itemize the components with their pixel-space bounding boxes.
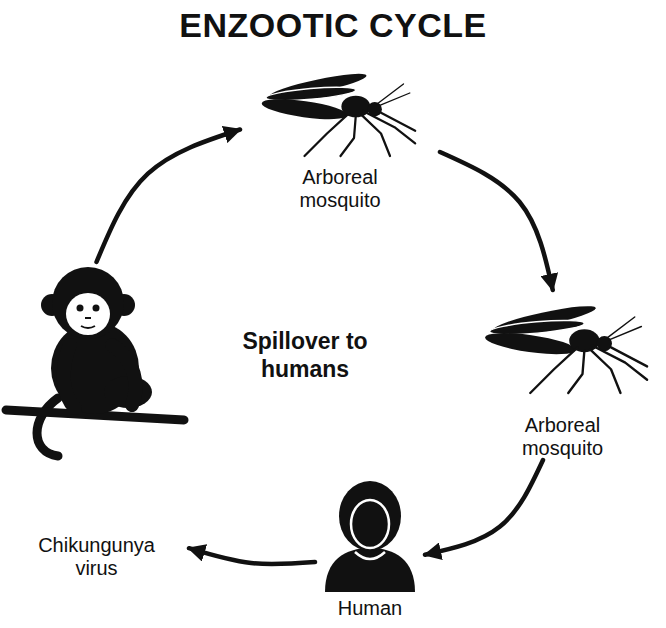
monkey-icon [6,267,184,456]
diagram-title: ENZOOTIC CYCLE [0,6,666,45]
node-label: Human [338,597,402,620]
icon-node: Human [315,475,425,620]
human-icon [325,481,415,592]
cycle-arrow [97,130,241,263]
icon-node: Arboreal mosquito [465,290,660,460]
node-label: Arboreal mosquito [280,166,400,212]
center-label: Spillover to humans [215,328,395,383]
mosquito-icon [484,302,647,393]
icon-node: Chikungunya virus [4,262,189,580]
icon-node: Arboreal mosquito [240,62,440,212]
cycle-arrow [189,548,315,564]
cycle-arrow [440,152,553,290]
node-label: Arboreal mosquito [503,414,623,460]
node-label: Chikungunya virus [22,534,172,580]
mosquito-icon [261,69,416,156]
cycle-arrow [425,460,543,555]
